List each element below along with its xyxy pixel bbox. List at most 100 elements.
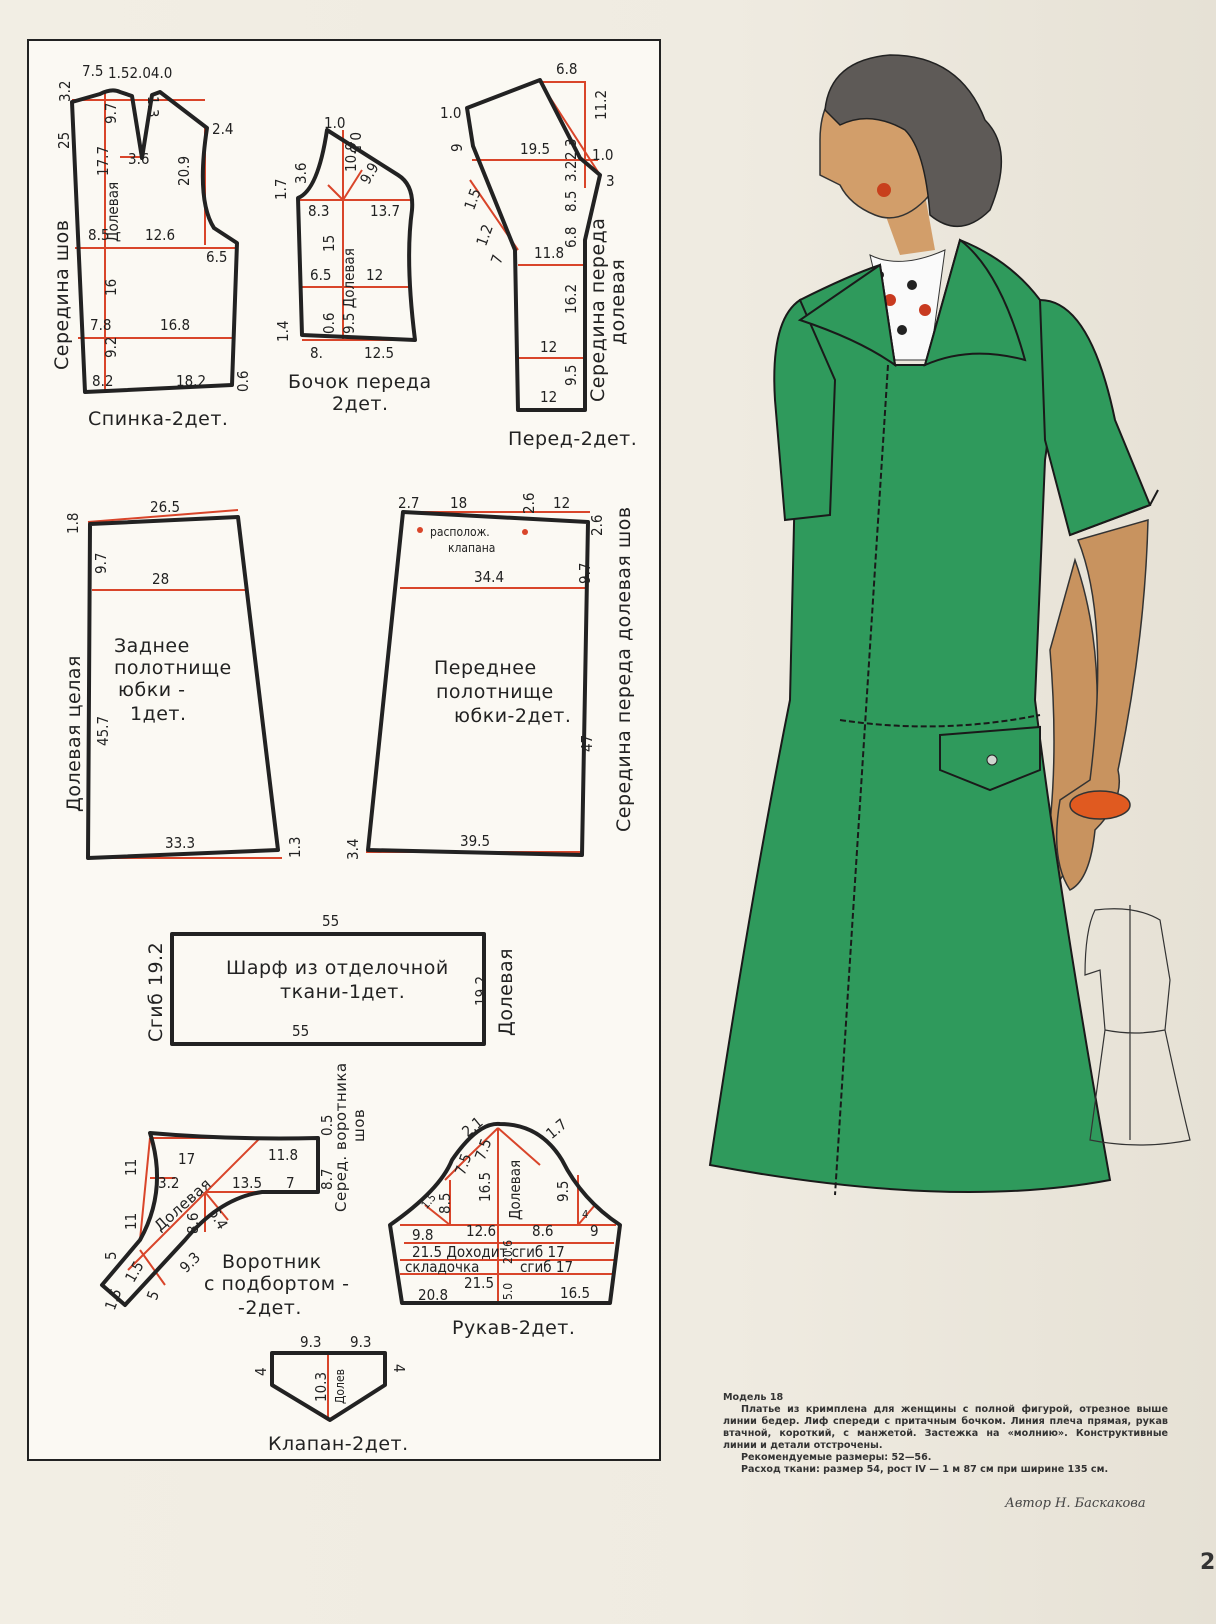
pattern-label: 3 (606, 172, 615, 190)
pattern-label: 8.3 (308, 202, 329, 220)
pattern-label: 16.5 (476, 1172, 494, 1202)
pattern-label: 6.8 (556, 60, 577, 78)
pattern-label: 2.6 (520, 493, 538, 514)
pattern-label: 25 (55, 132, 73, 149)
pattern-label: Спинка-2дет. (88, 408, 228, 430)
pattern-label: 16.2 (562, 284, 580, 314)
pattern-label: 9 (590, 1222, 599, 1240)
caption-body: Платье из кримплена для женщины с полной… (723, 1404, 1168, 1451)
pattern-label: располож. (430, 525, 490, 539)
pattern-label: Долевая (495, 948, 517, 1036)
fashion-illustration (708, 54, 1191, 1196)
pattern-label: 3.2 (158, 1174, 179, 1192)
pattern-label: Середина переда долевая шов (613, 506, 635, 832)
pattern-label: 34.4 (474, 568, 504, 586)
pattern-label: 5.0 (501, 1283, 515, 1300)
pattern-label: 12 (553, 494, 570, 512)
pattern-label: 1.3 (144, 96, 162, 117)
pattern-label: 20.6 (501, 1240, 515, 1264)
pattern-label: 21.5 Доходит сгиб 17 (412, 1243, 565, 1261)
pattern-label: 17 (178, 1150, 195, 1168)
pattern-label: 7.5 (82, 62, 103, 80)
pattern-label: 17.7 (94, 146, 112, 176)
pattern-label: 1.4 (274, 321, 292, 342)
pattern-label: 7 (286, 1174, 295, 1192)
pattern-label: 9.3 (300, 1333, 321, 1351)
pattern-label: полотнище (436, 681, 554, 703)
pattern-label: 0.5 (346, 132, 364, 153)
pattern-label: 9.7 (92, 553, 110, 574)
page-number: 2 (1200, 1550, 1216, 1575)
pattern-label: 9.7 (576, 563, 594, 584)
pattern-label: 18 (450, 494, 467, 512)
pattern-label: 1дет. (130, 703, 187, 725)
pattern-label: 8.6 (184, 1213, 202, 1234)
pattern-label: 45.7 (94, 716, 112, 746)
pattern-label: 3.6 (292, 163, 310, 184)
pattern-label: 9.2 (102, 337, 120, 358)
pattern-label: Долевая (506, 1160, 524, 1220)
pattern-label: Заднее (114, 635, 190, 657)
pattern-label: Бочок переда (288, 371, 432, 393)
pattern-label: 3.2 (56, 81, 74, 102)
pattern-label: 1.3 (286, 837, 304, 858)
pattern-label: юбки - (118, 679, 185, 701)
pattern-label: сгиб 17 (520, 1258, 573, 1276)
piece-scarf: 55 55 19.2 Шарф из отделочной ткани-1дет… (145, 912, 517, 1046)
pattern-label: 3.2 (562, 161, 580, 182)
pattern-label: 4 (582, 1208, 588, 1221)
pattern-label: 16 (102, 279, 120, 296)
pattern-label: 9.7 (102, 103, 120, 124)
pattern-label: 39.5 (460, 832, 490, 850)
piece-back-skirt: 1.8 26.5 9.7 28 45.7 33.3 1.3 Заднее пол… (63, 498, 304, 860)
pattern-label: 8.6 (532, 1222, 553, 1240)
pattern-label: 11.2 (592, 90, 610, 120)
pattern-label: Серед. воротника (332, 1062, 350, 1212)
pattern-label: 9.5 (554, 1181, 572, 1202)
pattern-label: 16.5 (560, 1284, 590, 1302)
model-caption: Модель 18 Платье из кримплена для женщин… (723, 1392, 1168, 1476)
pattern-label: 6.8 (562, 227, 580, 248)
pattern-label: 19.5 (520, 140, 550, 158)
pattern-label: 9.5 (562, 365, 580, 386)
pattern-label: 28 (152, 570, 169, 588)
pattern-label: 8. (310, 344, 323, 362)
pattern-label: 20.9 (175, 156, 193, 186)
pattern-label: 2.4 (212, 120, 233, 138)
pattern-label: Клапан-2дет. (268, 1433, 409, 1455)
pattern-label: 12.6 (145, 226, 175, 244)
pattern-label: Сгиб 19.2 (145, 942, 167, 1042)
pattern-label: 11 (122, 1213, 140, 1230)
pattern-label: 20.8 (418, 1286, 448, 1304)
piece-back: 3.2 7.5 1.52.04.0 9.7 2.4 25 3.6 17.7 20… (51, 62, 252, 430)
pattern-label: 19.2 (472, 976, 490, 1006)
pattern-label: складочка (405, 1258, 479, 1276)
pattern-label: 0.6 (234, 371, 252, 392)
pattern-label: 1.8 (64, 513, 82, 534)
pattern-label: юбки-2дет. (454, 705, 571, 727)
pattern-label: 15 (320, 235, 338, 252)
pattern-label: 7.8 (90, 316, 111, 334)
pattern-label: 1.0 (440, 104, 461, 122)
pattern-label: 1.0 (592, 146, 613, 164)
piece-front-skirt: 2.7 18 2.6 12 2.6 9.7 34.4 47 3.4 39.5 р… (344, 493, 635, 860)
back-view-sketch (1084, 905, 1191, 1146)
pattern-label: Переднее (434, 657, 537, 679)
pattern-label: 1.52.04.0 (108, 64, 172, 82)
pattern-label: 4 (390, 1364, 408, 1373)
pattern-label: 2.3 (562, 139, 580, 160)
pattern-label: -2дет. (238, 1297, 302, 1319)
pattern-label: Долевая (104, 182, 122, 242)
pattern-label: клапана (448, 541, 495, 555)
pattern-label: 6.5 (206, 248, 227, 266)
pattern-label: Долев (333, 1369, 347, 1404)
pattern-label: 33.3 (165, 834, 195, 852)
piece-front-side: 1.0 0.5 3.6 10.9 9.9 1.7 8.3 13.7 15 6.5… (272, 114, 432, 415)
pattern-label: 11 (122, 1159, 140, 1176)
pattern-label: 2.7 (398, 494, 419, 512)
pattern-label: 16.8 (160, 316, 190, 334)
pattern-label: Середина переда (587, 218, 609, 402)
pattern-label: 2дет. (332, 393, 389, 415)
pattern-label: 47 (578, 735, 596, 752)
